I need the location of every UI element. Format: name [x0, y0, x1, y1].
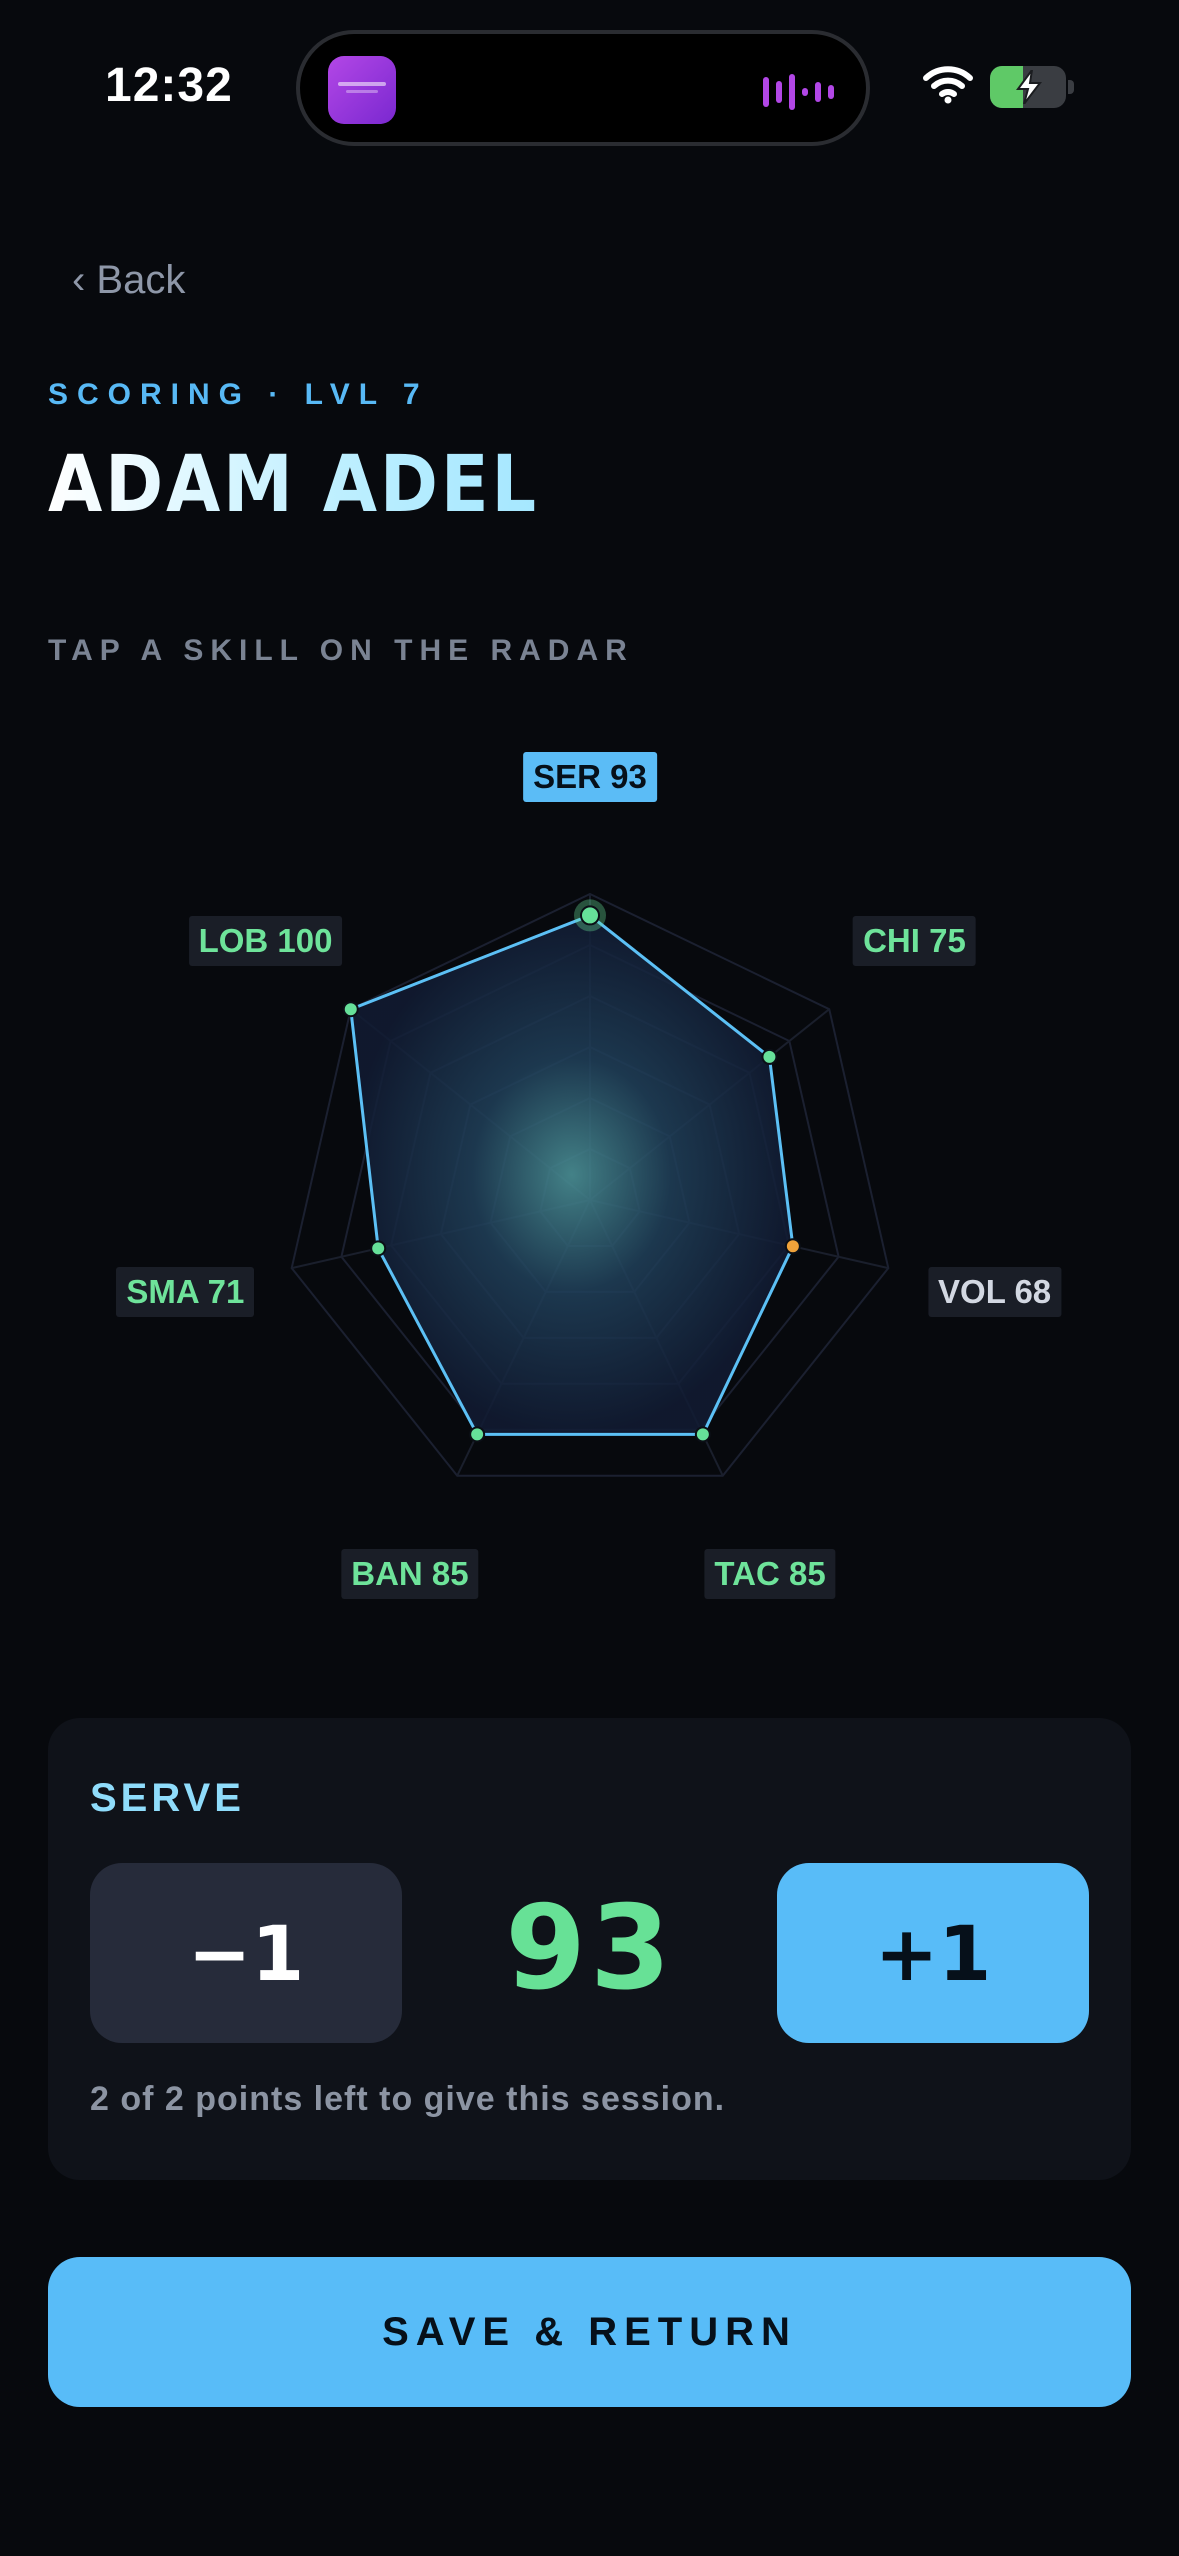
skill-value: 93	[505, 1880, 675, 2016]
player-name: ADAM ADEL	[48, 440, 539, 530]
radar-label-lob[interactable]: LOB 100	[188, 916, 343, 967]
back-button[interactable]: ‹ Back	[72, 258, 186, 302]
radar-label-sma[interactable]: SMA 71	[116, 1267, 255, 1318]
increment-button[interactable]: +1	[777, 1863, 1089, 2043]
selected-skill-name: SERVE	[90, 1776, 245, 1820]
radar-chart-svg[interactable]	[0, 700, 1179, 1620]
skill-radar[interactable]: SER 93 CHI 75 VOL 68 TAC 85 BAN 85 SMA 71 LOB …	[0, 700, 1179, 1620]
battery-charging-icon	[990, 66, 1066, 108]
radar-point-sma[interactable]	[370, 1240, 387, 1257]
scoring-level-subtitle: SCORING · LVL 7	[48, 378, 429, 411]
radar-label-chi[interactable]: CHI 75	[853, 916, 976, 967]
status-time: 12:32	[105, 59, 233, 112]
radar-point-lob[interactable]	[342, 1001, 359, 1018]
radar-ring	[290, 892, 890, 1477]
points-remaining-note: 2 of 2 points left to give this session.	[90, 2080, 726, 2118]
music-album-art	[328, 56, 396, 124]
radar-label-ban[interactable]: BAN 85	[341, 1548, 479, 1599]
decrement-button[interactable]: −1	[90, 1863, 402, 2043]
radar-point-chi[interactable]	[761, 1048, 778, 1065]
radar-point-vol[interactable]	[784, 1238, 801, 1255]
skill-editor-card: SERVE −1 93 +1 2 of 2 points left to giv…	[48, 1718, 1131, 2180]
save-return-button[interactable]: SAVE & RETURN	[48, 2257, 1131, 2407]
radar-point-ban[interactable]	[469, 1426, 486, 1443]
radar-point-tac[interactable]	[694, 1426, 711, 1443]
radar-point-ser[interactable]	[580, 905, 600, 926]
radar-hint: TAP A SKILL ON THE RADAR	[48, 634, 634, 667]
wifi-icon	[923, 66, 973, 104]
battery-tip	[1068, 80, 1074, 94]
radar-label-ser[interactable]: SER 93	[523, 752, 657, 802]
radar-skill-shape	[349, 913, 795, 1436]
dynamic-island[interactable]	[296, 30, 870, 146]
audio-waveform-icon	[763, 74, 834, 110]
radar-label-tac[interactable]: TAC 85	[704, 1548, 836, 1599]
radar-label-vol[interactable]: VOL 68	[928, 1267, 1062, 1318]
